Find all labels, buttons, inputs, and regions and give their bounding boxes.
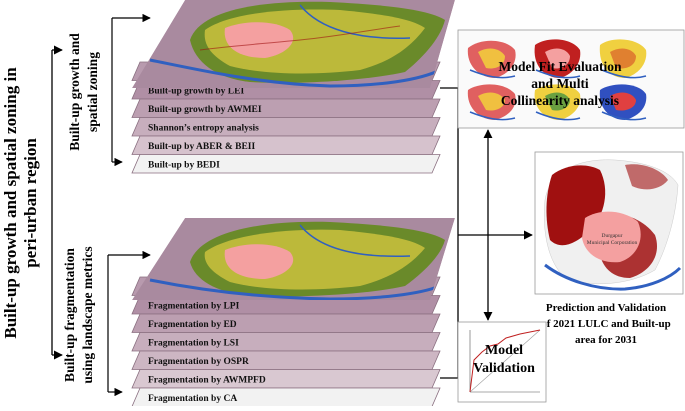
bottom-map-image	[132, 218, 455, 300]
stack-layer: Fragmentation by AWMPFD	[131, 369, 441, 389]
stack-layer: Fragmentation by LSI	[131, 332, 441, 352]
top-group-title-line2: spatial zoning	[85, 52, 100, 132]
stack-layer: Fragmentation by OSPR	[131, 350, 441, 370]
prediction-caption-line2: of 2021 LULC and Built-up	[541, 318, 671, 330]
roc-curve-thumbnail	[469, 329, 541, 393]
validation-panel: Model Validation	[457, 321, 547, 403]
model-fit-title-line3: Collinearity analysis	[501, 93, 619, 108]
main-title-line1: Built-up growth and spatial zoning in	[1, 67, 20, 339]
stack-layer: Shannon’s entropy analysis	[131, 117, 441, 137]
prediction-map-label-line2: Municipal Corporation	[587, 240, 638, 246]
validation-title-line1: Model	[485, 343, 523, 358]
model-fit-panel: Model Fit Evaluation and Multi Collinear…	[457, 29, 685, 129]
top-group-bracket	[111, 13, 151, 167]
bottom-group-title-line1: Built-up fragmentation	[62, 248, 77, 382]
prediction-caption-line3: area for 2031	[575, 334, 637, 346]
stack-layer-label: Fragmentation by AWMPFD	[148, 375, 266, 385]
prediction-panel: Durgapur Municipal Corporation	[534, 151, 684, 295]
stack-layer: Built-up growth by AWMEI	[131, 98, 441, 118]
stack-layer-label: Built-up growth by LEI	[148, 86, 244, 96]
model-fit-title-line1: Model Fit Evaluation	[498, 59, 621, 74]
stack-layer: Fragmentation by ED	[131, 313, 441, 333]
stack-layer-label: Fragmentation by CA	[148, 394, 237, 404]
stack-layer: Built-up by BEDI	[131, 154, 441, 174]
stack-layer-label: Fragmentation by ED	[148, 320, 237, 330]
stack-layer-label: Built-up by BEDI	[148, 160, 220, 170]
stack-layer-label: Fragmentation by OSPR	[148, 357, 249, 367]
top-group-title-line1: Built-up growth and	[67, 33, 82, 151]
stack-layer-label: Fragmentation by LPI	[148, 301, 240, 311]
stack-layer-label: Shannon’s entropy analysis	[148, 123, 259, 133]
top-map-image	[132, 0, 455, 88]
bottom-group-title-line2: using landscape metrics	[80, 246, 95, 383]
stack-layer: Fragmentation by CA	[131, 387, 441, 407]
model-fit-title-line2: and Multi	[531, 76, 589, 91]
stack-layer-label: Built-up growth by AWMEI	[148, 105, 262, 115]
prediction-map-label-line1: Durgapur	[602, 233, 623, 239]
model-fit-thumbnails	[467, 39, 647, 121]
prediction-caption-line1: Prediction and Validation	[546, 302, 666, 314]
prediction-map: Durgapur Municipal Corporation	[544, 159, 682, 291]
stack-layer-label: Built-up by ABER & BEII	[148, 142, 255, 152]
main-title-line2: peri-urban region	[21, 138, 40, 268]
stack-layer-label: Fragmentation by LSI	[148, 338, 239, 348]
bottom-group-bracket	[107, 250, 151, 397]
stack-layer-plane	[131, 154, 441, 174]
validation-title-line2: Validation	[473, 361, 535, 376]
stack-layer: Built-up by ABER & BEII	[131, 135, 441, 155]
main-bracket	[51, 45, 63, 360]
